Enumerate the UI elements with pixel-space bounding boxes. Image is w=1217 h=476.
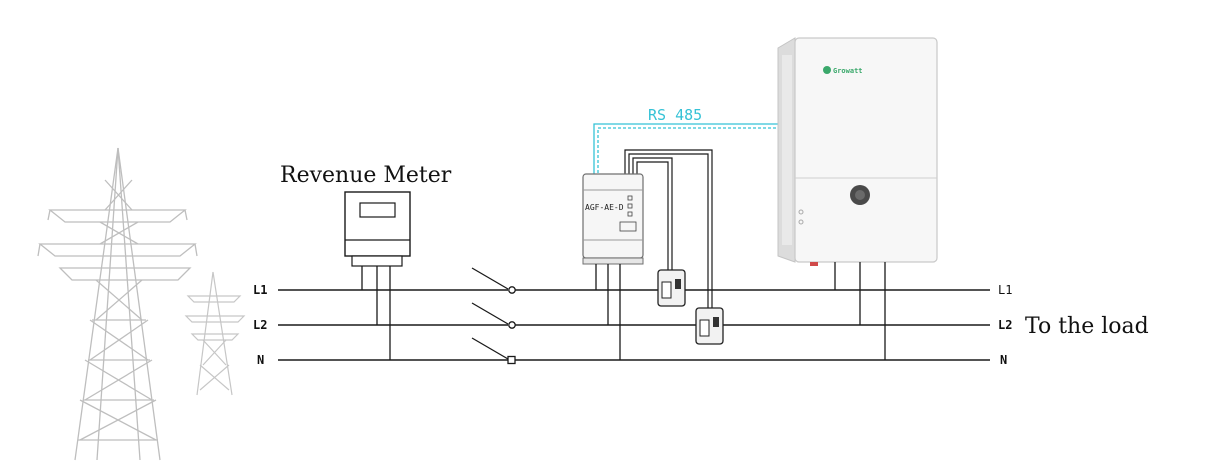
inverter-brand-label: Growatt [833, 67, 863, 75]
revenue-meter-icon [344, 191, 411, 360]
line-label-left-l1: L1 [253, 283, 267, 297]
inverter-icon [777, 37, 938, 360]
transmission-tower-small-icon [184, 271, 246, 396]
line-label-right-l1: L1 [998, 283, 1012, 297]
rs485-label: RS 485 [648, 106, 702, 124]
rs485-cable [593, 123, 790, 178]
to-the-load-label: To the load [1025, 314, 1149, 339]
line-label-left-l2: L2 [253, 318, 267, 332]
transmission-tower-large-icon [37, 147, 198, 461]
line-label-left-n: N [257, 353, 264, 367]
line-label-right-n: N [1000, 353, 1007, 367]
bus-wires [278, 289, 990, 361]
breaker-switch-icon [471, 267, 516, 365]
line-label-right-l2: L2 [998, 318, 1012, 332]
revenue-meter-label: Revenue Meter [280, 163, 452, 188]
current-transformer-l2-icon [695, 307, 724, 345]
ct-cables [624, 149, 713, 308]
smart-meter-icon [582, 173, 644, 360]
current-transformer-l1-icon [657, 269, 686, 307]
smart-meter-model-label: AGF-AE-D [585, 203, 624, 212]
